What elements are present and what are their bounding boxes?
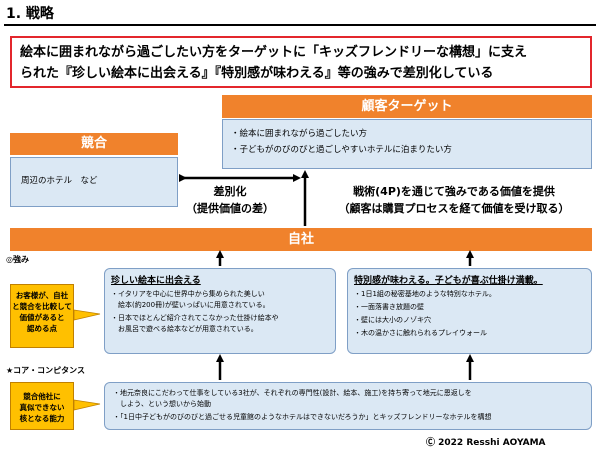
strength-box-1-line: 絵本(約200冊)が壁いっぱいに用意されている。 [111,301,270,309]
core-note-line: 競合他社に [23,392,61,401]
competitor-heading: 競合 [10,133,178,155]
core-line: ・「1日中子どもがのびのびと過ごせる児童館のようなホテルはできないだろうか」とキ… [113,413,492,421]
headline-line-2: られた『珍しい絵本に出会える』『特別感が味わえる』等の強みで差別化している [20,66,494,81]
customer-item-1: ・絵本に囲まれながら過ごしたい方 [231,129,368,139]
copyright-notice: Ⓒ 2022 Resshi AOYAMA [426,438,546,448]
differentiation-line-1: 差別化 [213,185,247,198]
strategy-line-1: 戦術(4P)を通じて強みである価値を提供 [353,185,555,198]
strengths-label: ◎強み [6,255,29,264]
strengths-side-note: お客様が、自社 と競合を比較して 価値があると 認める点 [10,284,74,348]
core-line: ・地元奈良にこだわって仕事をしている3社が、それぞれの専門性(設計、絵本、施工)… [113,389,472,397]
strength-box-picture-books: 珍しい絵本に出会える ・イタリアを中心に世界中から集められた美しい 絵本(約20… [104,268,336,354]
core-competence-side-note: 競合他社に 真似できない 核となる能力 [10,382,74,430]
differentiation-label: 差別化 （提供価値の差） [180,183,280,217]
customer-target-box: ・絵本に囲まれながら過ごしたい方 ・子どもがのびのびと過ごしやすいホテルに泊まり… [222,119,592,169]
headline-line-1: 絵本に囲まれながら過ごしたい方をターゲットに「キッズフレンドリーな構想」に支え [20,45,528,60]
competitor-body: 周辺のホテル など [21,176,98,186]
strength-box-2-title: 特別感が味わえる。子どもが喜ぶ仕掛け満載。 [354,276,543,286]
strength-box-1-line: ・日本でほとんど紹介されてこなかった仕掛け絵本や [111,314,279,322]
core-note-pointer [73,399,101,411]
strength-note-pointer [73,309,101,321]
strengths-note-line: お客様が、自社 [15,291,69,300]
headline-box: 絵本に囲まれながら過ごしたい方をターゲットに「キッズフレンドリーな構想」に支え … [10,36,592,88]
core-note-line: 核となる能力 [19,414,65,423]
page-title: 1. 戦略 [6,6,54,22]
differentiation-line-2: （提供価値の差） [186,202,274,215]
strategy-line-2: （顧客は購買プロセスを経て価値を受け取る） [338,202,570,215]
strength-box-1-line: ・イタリアを中心に世界中から集められた美しい [111,290,265,298]
core-competence-label: ★コア・コンピタンス [6,366,86,375]
self-company-heading: 自社 [10,228,592,251]
core-note-line: 真似できない [19,403,65,412]
title-underline [4,24,596,26]
strength-box-2-line: ・1日1組の秘密基地のような特別なホテル。 [354,290,496,298]
strengths-note-line: 価値があると [19,313,65,322]
strength-box-2-line: ・一面落書き放題の壁 [354,303,424,311]
core-competence-box: ・地元奈良にこだわって仕事をしている3社が、それぞれの専門性(設計、絵本、施工)… [104,382,592,430]
strength-box-special-feel: 特別感が味わえる。子どもが喜ぶ仕掛け満載。 ・1日1組の秘密基地のような特別なホ… [347,268,592,354]
strength-box-1-title: 珍しい絵本に出会える [111,276,201,286]
strengths-note-line: 認める点 [27,324,57,333]
strength-box-2-line: ・壁には大小のノゾキ穴 [354,316,431,324]
customer-target-heading: 顧客ターゲット [222,95,592,118]
strategy-label: 戦術(4P)を通じて強みである価値を提供 （顧客は購買プロセスを経て価値を受け取… [314,183,594,217]
strengths-note-line: と競合を比較して [12,302,72,311]
strength-box-2-line: ・木の温かさに触れられるプレイウォール [354,329,487,337]
core-line: しよう、という想いから始動 [113,400,211,408]
strength-box-1-line: お風呂で遊べる絵本などが用意されている。 [111,325,258,333]
competitor-box: 周辺のホテル など [10,157,178,207]
customer-item-2: ・子どもがのびのびと過ごしやすいホテルに泊まりたい方 [231,145,452,155]
